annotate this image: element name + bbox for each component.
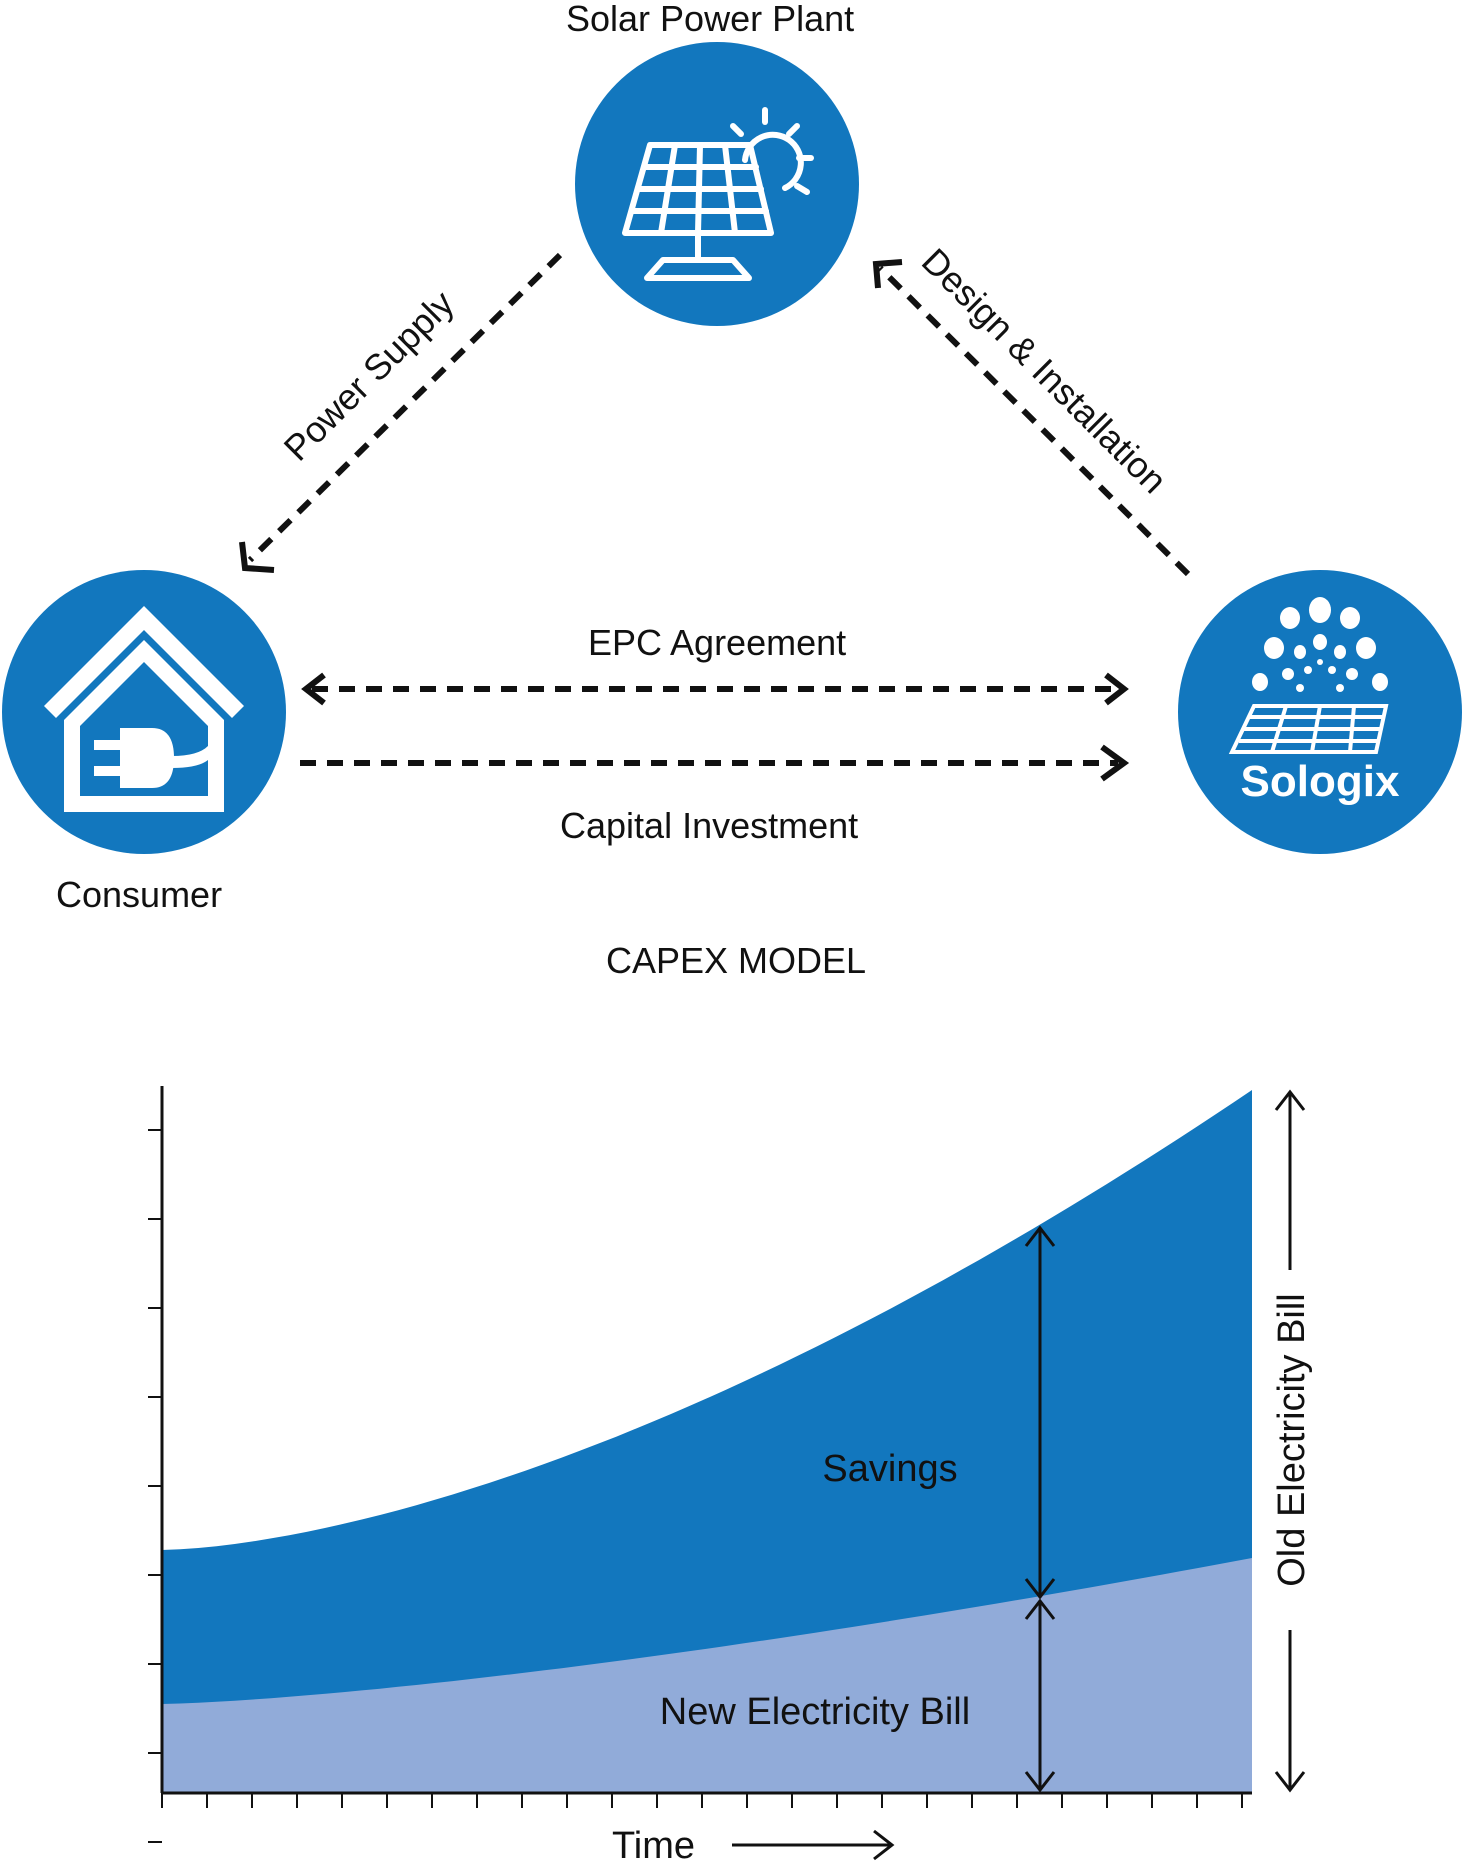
design-installation-arrow-line: [877, 265, 1191, 577]
epc-right-arrowhead: [1104, 672, 1129, 706]
capex-model-caption: CAPEX MODEL: [606, 940, 867, 981]
new-bill-double-arrow-head-top: [1024, 1598, 1056, 1620]
consumer-node: [2, 570, 286, 854]
diagram-arrows: [239, 252, 1191, 782]
solar-plant-label: Solar Power Plant: [566, 0, 855, 39]
consumer-label: Consumer: [56, 874, 223, 915]
capital-arrowhead: [1100, 744, 1130, 782]
new-bill-annotation: New Electricity Bill: [660, 1691, 970, 1733]
new-bill-area: [162, 1558, 1252, 1793]
sologix-logo-icon: Sologix: [1228, 597, 1400, 806]
solar-panel-sun-icon: [622, 107, 814, 281]
time-arrowhead: [873, 1829, 895, 1861]
design-installation-arrowhead: [872, 259, 903, 289]
old-bill-double-arrow-bg-head-bottom: [1274, 1771, 1306, 1793]
power-supply-arrow-line: [247, 252, 563, 563]
epc-agreement-label: EPC Agreement: [588, 622, 847, 663]
sologix-logo-text: Sologix: [1241, 757, 1400, 806]
old-bill-double-arrow-bg-head-top: [1274, 1089, 1306, 1111]
new-bill-double-arrow-head-bottom: [1024, 1771, 1056, 1793]
savings-double-arrow-head-top: [1024, 1225, 1056, 1247]
house-plug-icon: [44, 606, 244, 812]
savings-double-arrow-head-bottom: [1024, 1578, 1056, 1600]
capital-investment-label: Capital Investment: [560, 805, 859, 846]
solar-plant-node: [575, 42, 859, 326]
power-supply-arrowhead: [239, 541, 275, 573]
old-bill-label-gap: [1276, 1270, 1304, 1630]
epc-left-arrowhead: [301, 672, 326, 706]
old-bill-annotation: Old Electricity Bill: [1271, 1293, 1313, 1587]
savings-annotation: Savings: [822, 1448, 957, 1490]
x-axis-label: Time: [612, 1825, 695, 1861]
provider-node: Sologix: [1178, 570, 1462, 854]
